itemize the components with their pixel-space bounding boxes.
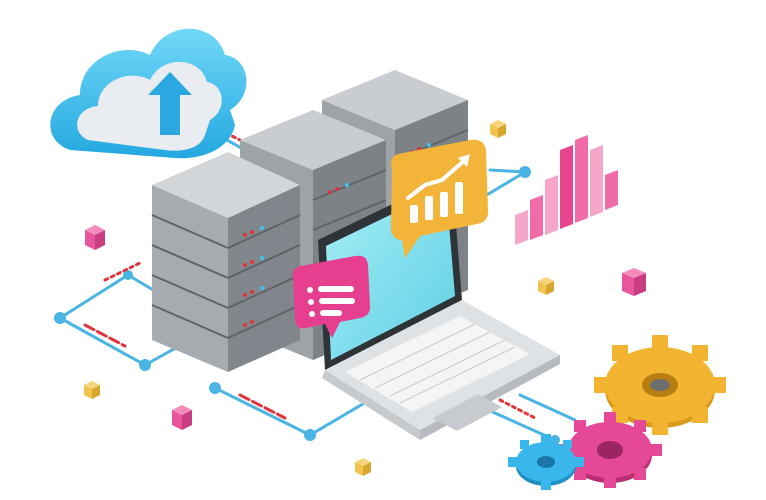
message-bubble-icon bbox=[292, 255, 371, 338]
chart-bubble-icon bbox=[390, 139, 489, 258]
bar-chart-icon bbox=[515, 135, 618, 245]
gear-icon bbox=[508, 335, 726, 490]
cloud-upload-icon bbox=[50, 28, 247, 159]
decorative-cubes bbox=[84, 120, 646, 476]
